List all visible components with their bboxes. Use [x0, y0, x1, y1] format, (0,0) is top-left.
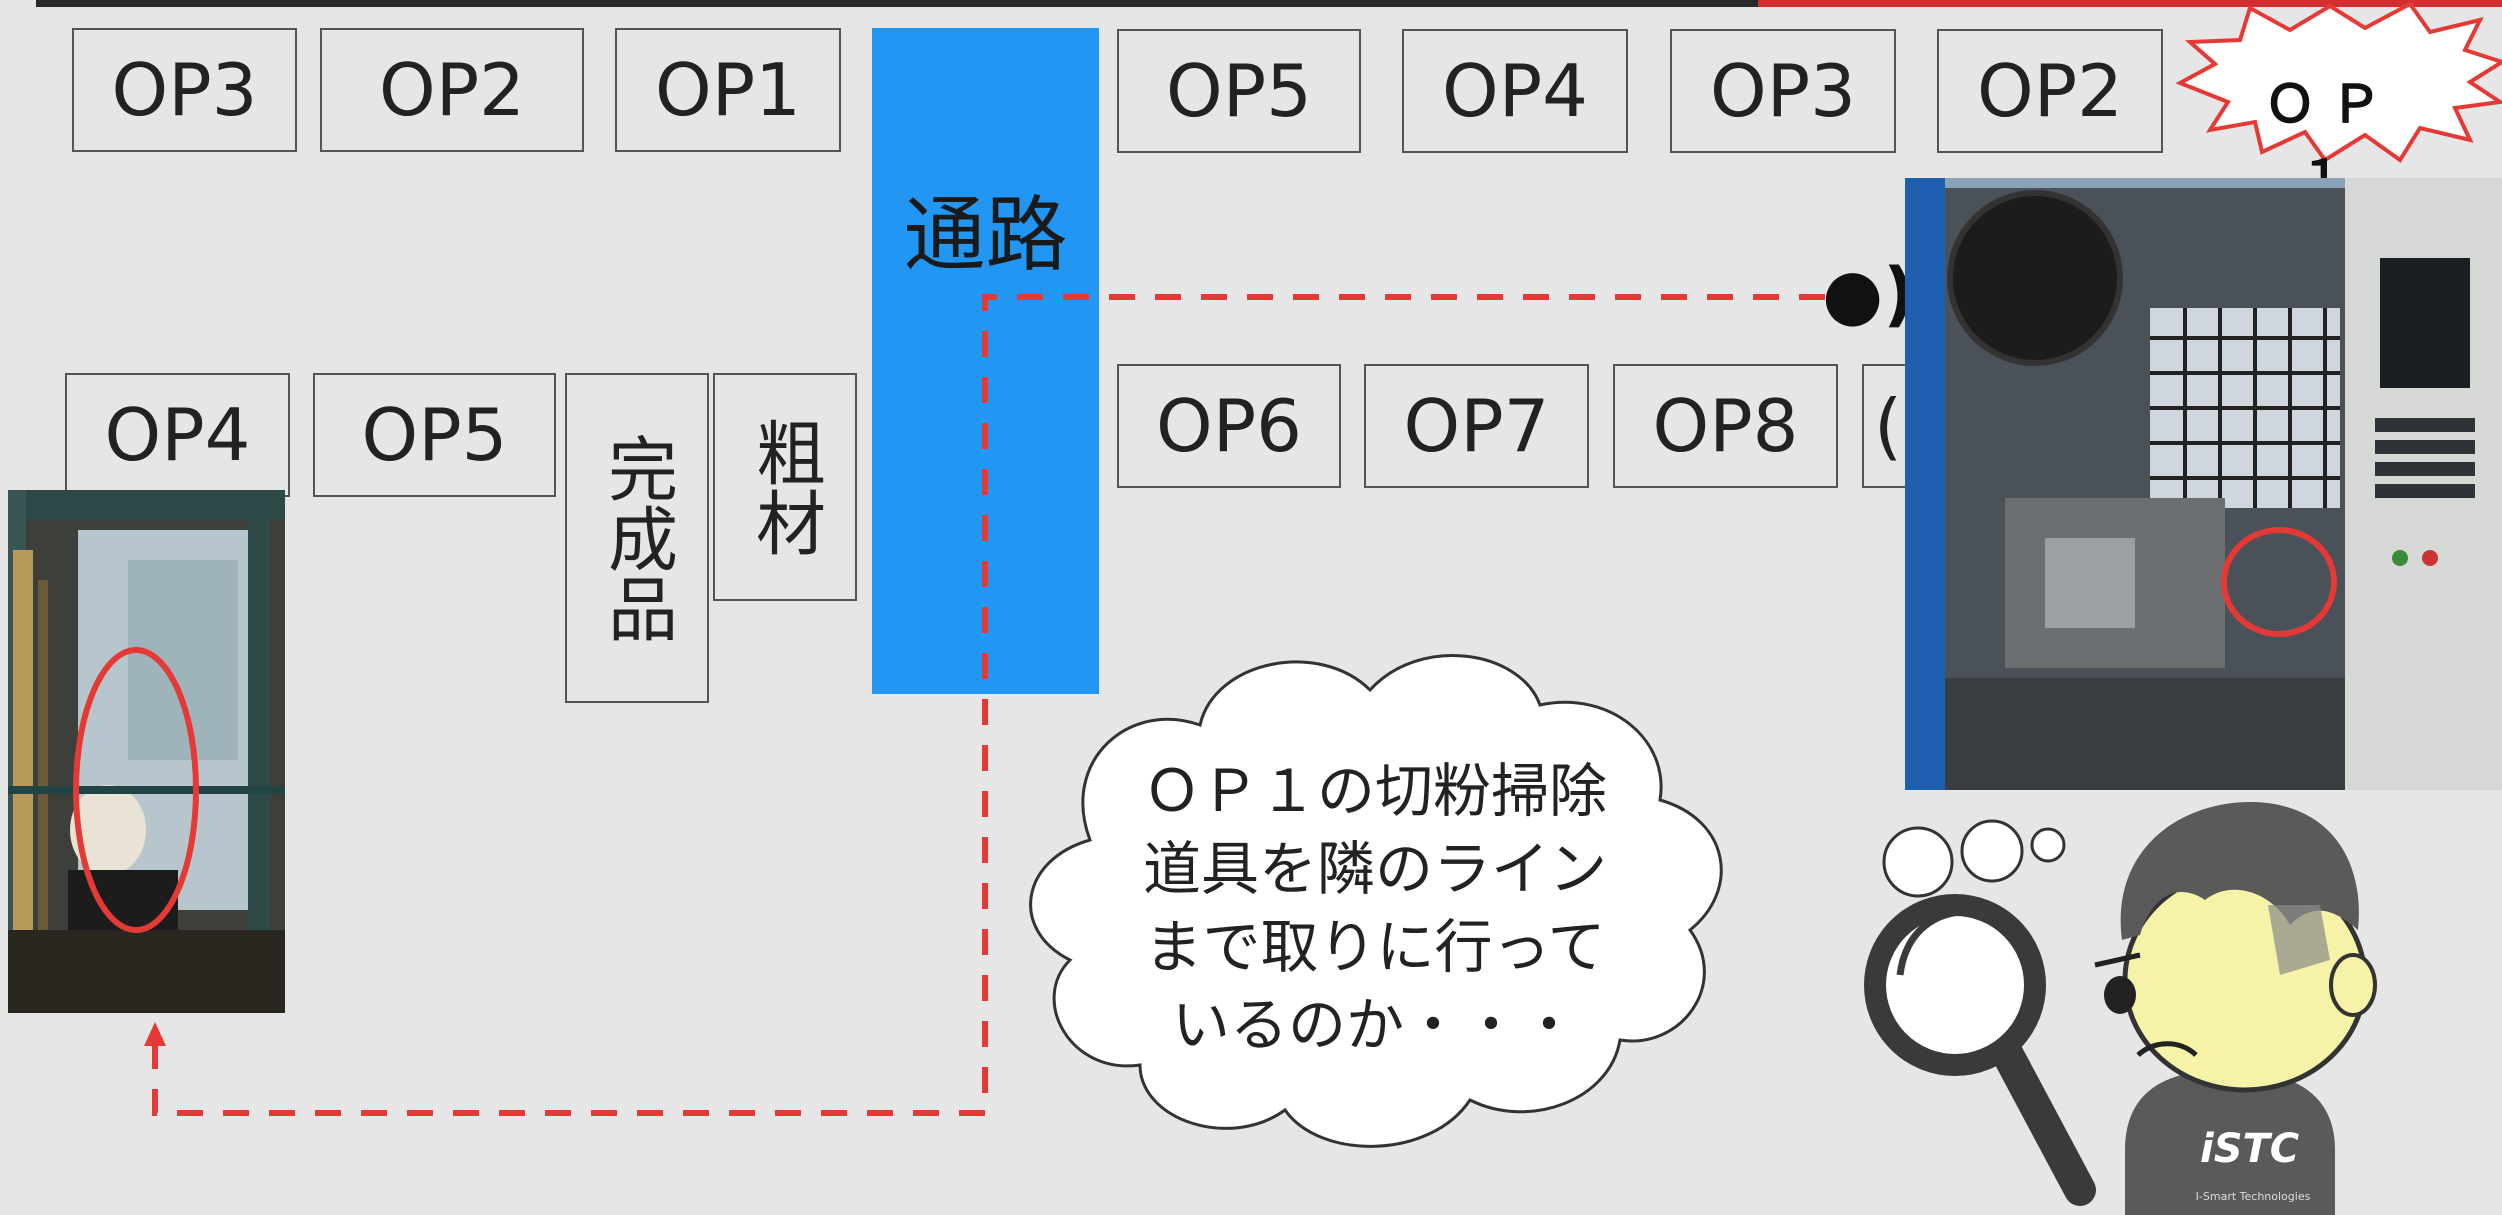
highlight-circle: [73, 647, 199, 933]
top-accent-bar-red: [1758, 0, 2502, 7]
machine-interior-photo: [1905, 178, 2502, 790]
istc-logo-text: iSTC: [2200, 1126, 2300, 1172]
worried-person-icon: [2094, 801, 2377, 1215]
explosion-burst-icon: [2175, 1, 2502, 163]
istc-logo-subtitle: I-Smart Technologies: [2195, 1190, 2311, 1203]
tool-storage-photo: [8, 490, 285, 1013]
magnifier-icon: [1864, 894, 2096, 1206]
station-op2-top-right: OP2: [1937, 29, 2163, 153]
station-op8-bottom-right: OP8: [1613, 364, 1838, 488]
station-op1-top-left: OP1: [615, 28, 841, 152]
raw-material-area: 粗材: [713, 373, 857, 601]
finished-goods-area: 完成品: [565, 373, 709, 703]
station-op3-top-left: OP3: [72, 28, 297, 152]
thought-line-1: ＯＰ１の切粉掃除: [1142, 757, 1607, 825]
path-arrowhead: [144, 1022, 166, 1046]
station-op7-bottom-right: OP7: [1364, 364, 1589, 488]
station-op4-bottom-left: OP4: [65, 373, 290, 497]
station-op2-top-left: OP2: [320, 28, 584, 152]
thought-line-3: まで取りに行って: [1144, 913, 1606, 981]
thought-line-2: 道具を隣のライン: [1142, 835, 1607, 903]
station-op4-top-right: OP4: [1402, 29, 1628, 153]
aisle-label: 通路: [903, 188, 1068, 283]
speech-marker: ●): [1822, 253, 1915, 335]
movement-path: [152, 294, 1825, 1116]
top-accent-bar-dark: [36, 0, 1758, 7]
highlight-circle: [2221, 527, 2337, 637]
thought-bubble-text: ＯＰ１の切粉掃除 道具を隣のライン まで取りに行って いるのか・・・: [1100, 752, 1650, 1064]
station-op6-bottom-right: OP6: [1117, 364, 1341, 488]
thought-line-4: いるのか・・・: [1171, 991, 1578, 1059]
station-op5-top-right: OP5: [1117, 29, 1361, 153]
station-op3-top-right: OP3: [1670, 29, 1896, 153]
station-op5-bottom-left: OP5: [313, 373, 556, 497]
thought-cloud: [1029, 653, 2066, 1148]
